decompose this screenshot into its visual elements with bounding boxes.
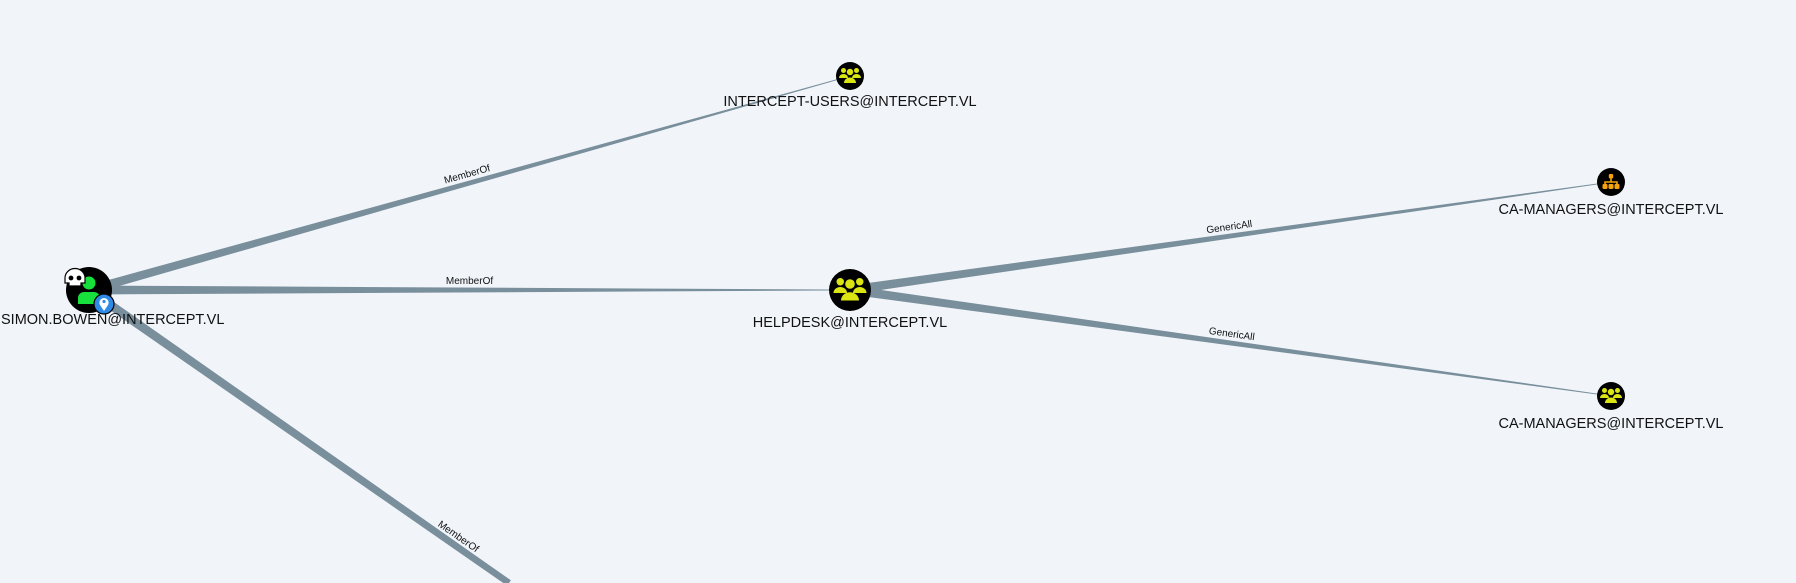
group-icon [839,68,861,83]
edge-memberof[interactable]: MemberOf [89,276,850,295]
group-icon [1600,388,1622,403]
edge-line[interactable] [87,75,851,295]
edge-memberof[interactable]: MemberOf [86,286,511,583]
node-label: CA-MANAGERS@INTERCEPT.VL [1498,416,1723,432]
edge-label: MemberOf [446,276,493,287]
edge-line[interactable] [86,286,511,583]
group-icon [833,278,867,301]
node-user[interactable]: SIMON.BOWEN@INTERCEPT.VL [1,267,224,328]
node-ou[interactable]: CA-MANAGERS@INTERCEPT.VL [1498,168,1724,218]
edge-line[interactable] [849,285,1612,397]
edge-genericall[interactable]: GenericAll [849,181,1612,295]
node-label: CA-MANAGERS@INTERCEPT.VL [1498,202,1723,218]
pin-icon [93,293,115,315]
node-label: INTERCEPT-USERS@INTERCEPT.VL [723,94,976,110]
node-group[interactable]: CA-MANAGERS@INTERCEPT.VL [1498,382,1724,432]
edge-line[interactable] [849,181,1612,295]
node-group[interactable]: HELPDESK@INTERCEPT.VL [753,269,947,331]
node-group[interactable]: INTERCEPT-USERS@INTERCEPT.VL [723,62,977,110]
node-label: SIMON.BOWEN@INTERCEPT.VL [1,312,224,328]
node-label: HELPDESK@INTERCEPT.VL [753,315,947,331]
skull-icon [64,267,86,287]
ou-icon [1602,174,1620,189]
edge-genericall[interactable]: GenericAll [849,285,1612,397]
edge-line[interactable] [89,285,850,295]
